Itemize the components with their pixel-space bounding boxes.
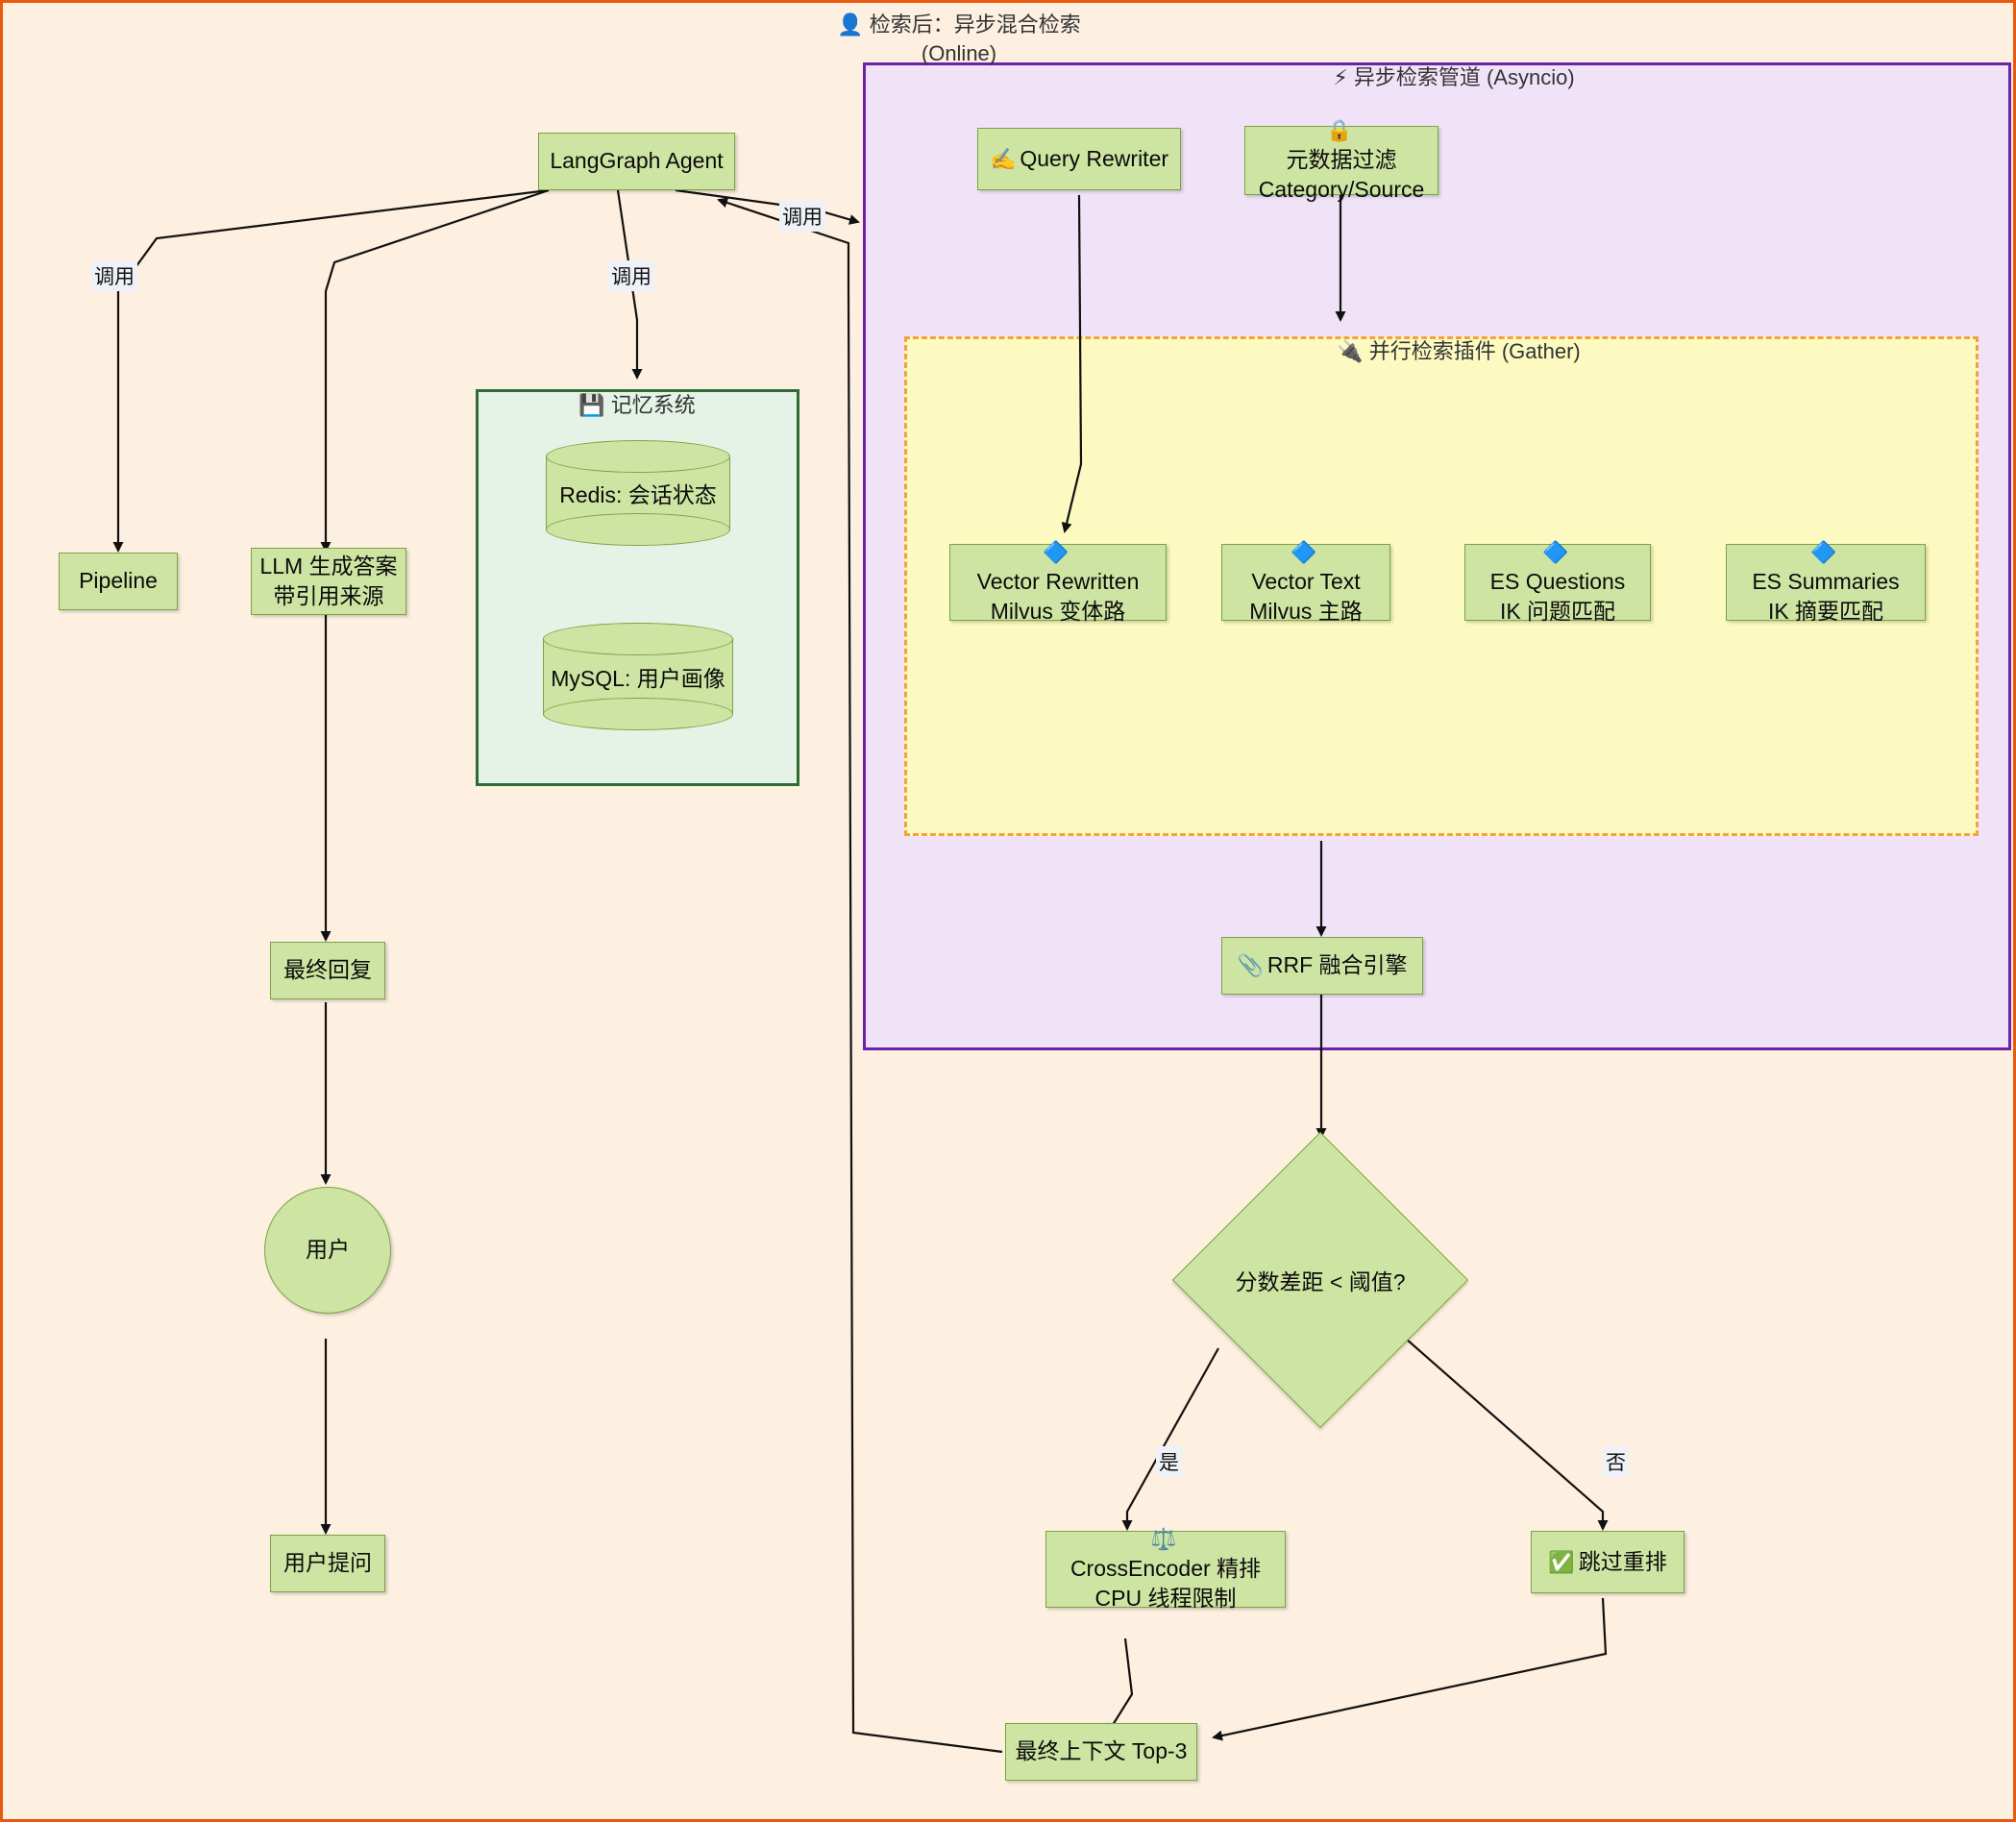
node-decision[interactable]: 分数差距 < 阈值? xyxy=(1171,1131,1469,1429)
edge-label-call-memory: 调用 xyxy=(608,260,654,291)
node-final-context[interactable]: 最终上下文 Top-3 xyxy=(1005,1723,1197,1781)
edge-agent-online xyxy=(675,188,860,225)
node-llm-answer-line1: LLM 生成答案 xyxy=(259,553,398,579)
node-vector-rewritten-line1: 🔷 Vector Rewritten xyxy=(977,538,1140,597)
redis-top xyxy=(546,440,730,473)
node-metadata-filter-line1: 🔒 元数据过滤 xyxy=(1287,116,1397,175)
node-skip-rerank-label: 跳过重排 xyxy=(1578,1548,1667,1574)
node-user[interactable]: 用户 xyxy=(264,1187,391,1314)
subgraph-online-title-line1: 👤 检索后：异步混合检索 xyxy=(837,12,1081,37)
node-final-context-label: 最终上下文 Top-3 xyxy=(1015,1738,1188,1764)
edge-label-call-online: 调用 xyxy=(779,201,825,232)
node-vector-rewritten-line2: Milvus 变体路 xyxy=(990,598,1126,624)
subgraph-memory-title: 💾 记忆系统 xyxy=(578,393,696,417)
check-box-icon: ✅ xyxy=(1548,1549,1575,1574)
node-pipeline-label: Pipeline xyxy=(79,568,158,594)
node-es-questions-line2: IK 问题匹配 xyxy=(1499,598,1616,624)
node-skip-rerank[interactable]: ✅ 跳过重排 xyxy=(1531,1531,1684,1593)
node-vector-rewritten-text1: Vector Rewritten xyxy=(976,568,1140,594)
lock-icon: 🔒 xyxy=(1326,118,1353,143)
node-query-rewriter-label: Query Rewriter xyxy=(1020,145,1169,171)
node-mysql[interactable]: MySQL: 用户画像 xyxy=(543,623,733,730)
subgraph-gather-title: 🔌 并行检索插件 (Gather) xyxy=(1337,339,1581,363)
es-questions-icon: 🔷 xyxy=(1542,540,1569,565)
node-es-summaries-line2: IK 摘要匹配 xyxy=(1767,598,1884,624)
node-es-questions[interactable]: 🔷 ES Questions IK 问题匹配 xyxy=(1464,540,1651,624)
vector-rewritten-icon: 🔷 xyxy=(1043,540,1069,565)
mysql-bottom xyxy=(543,698,733,730)
node-pipeline[interactable]: Pipeline xyxy=(59,553,178,610)
node-es-questions-line1: 🔷 ES Questions xyxy=(1490,538,1626,597)
edge-label-call-pipeline: 调用 xyxy=(91,260,137,291)
node-metadata-filter-line2: Category/Source xyxy=(1258,176,1425,202)
edge-decision-skiprerank xyxy=(1405,1338,1609,1531)
rrf-icon: 📎 xyxy=(1237,953,1264,978)
node-es-summaries-line1: 🔷 ES Summaries xyxy=(1752,538,1899,597)
node-es-summaries-text1: ES Summaries xyxy=(1752,568,1900,594)
edge-crossencoder-context xyxy=(1106,1637,1134,1735)
edge-label-yes: 是 xyxy=(1156,1446,1182,1477)
node-final-reply[interactable]: 最终回复 xyxy=(270,942,385,999)
node-query-rewriter[interactable]: ✍️ Query Rewriter xyxy=(977,128,1181,190)
node-vector-rewritten[interactable]: 🔷 Vector Rewritten Milvus 变体路 xyxy=(949,540,1167,624)
node-user-question[interactable]: 用户提问 xyxy=(270,1535,385,1592)
redis-bottom xyxy=(546,513,730,546)
node-user-question-label: 用户提问 xyxy=(283,1550,372,1576)
node-rrf-label: RRF 融合引擎 xyxy=(1266,952,1408,978)
node-vector-text-line2: Milvus 主路 xyxy=(1249,598,1363,624)
node-vector-text-line1: 🔷 Vector Text xyxy=(1251,538,1360,597)
node-langgraph-agent-label: LangGraph Agent xyxy=(550,148,724,174)
es-summaries-icon: 🔷 xyxy=(1810,540,1837,565)
node-final-reply-label: 最终回复 xyxy=(283,957,372,983)
subgraph-online-title-line2: (Online) xyxy=(921,40,997,65)
balance-scale-icon: ⚖️ xyxy=(1150,1527,1177,1552)
node-cross-encoder-line2: CPU 线程限制 xyxy=(1094,1585,1237,1611)
node-cross-encoder-line1: ⚖️ CrossEncoder 精排 xyxy=(1070,1525,1261,1584)
subgraph-online-inner-title: ⚡ 异步检索管道 (Asyncio) xyxy=(1333,65,1575,89)
edge-skiprerank-context xyxy=(1212,1597,1608,1741)
node-metadata-filter[interactable]: 🔒 元数据过滤 Category/Source xyxy=(1244,118,1438,202)
edge-decision-crossencoder xyxy=(1121,1347,1219,1531)
node-redis[interactable]: Redis: 会话状态 xyxy=(546,440,730,546)
mysql-top xyxy=(543,623,733,655)
node-vector-text-text1: Vector Text xyxy=(1251,568,1361,594)
node-es-questions-text1: ES Questions xyxy=(1489,568,1626,594)
node-cross-encoder[interactable]: ⚖️ CrossEncoder 精排 CPU 线程限制 xyxy=(1045,1527,1286,1611)
node-vector-text[interactable]: 🔷 Vector Text Milvus 主路 xyxy=(1221,540,1390,624)
edge-label-no: 否 xyxy=(1603,1446,1629,1477)
subgraph-online-title: 👤 检索后：异步混合检索 (Online) xyxy=(805,11,1113,67)
vector-text-icon: 🔷 xyxy=(1291,540,1317,565)
node-llm-answer-line2: 带引用来源 xyxy=(273,583,384,608)
query-rewriter-icon: ✍️ xyxy=(989,146,1017,171)
node-langgraph-agent[interactable]: LangGraph Agent xyxy=(538,133,735,190)
node-llm-answer[interactable]: LLM 生成答案 带引用来源 xyxy=(251,548,406,615)
node-mysql-label: MySQL: 用户画像 xyxy=(551,666,725,691)
node-user-label: 用户 xyxy=(306,1237,350,1263)
node-cross-encoder-text1: CrossEncoder 精排 xyxy=(1069,1555,1262,1581)
node-metadata-filter-text1: 元数据过滤 xyxy=(1286,146,1397,172)
node-es-summaries[interactable]: 🔷 ES Summaries IK 摘要匹配 xyxy=(1726,540,1926,624)
node-redis-label: Redis: 会话状态 xyxy=(559,482,717,507)
node-decision-label: 分数差距 < 阈值? xyxy=(1235,1269,1406,1294)
node-rrf[interactable]: 📎 RRF 融合引擎 xyxy=(1221,937,1423,995)
